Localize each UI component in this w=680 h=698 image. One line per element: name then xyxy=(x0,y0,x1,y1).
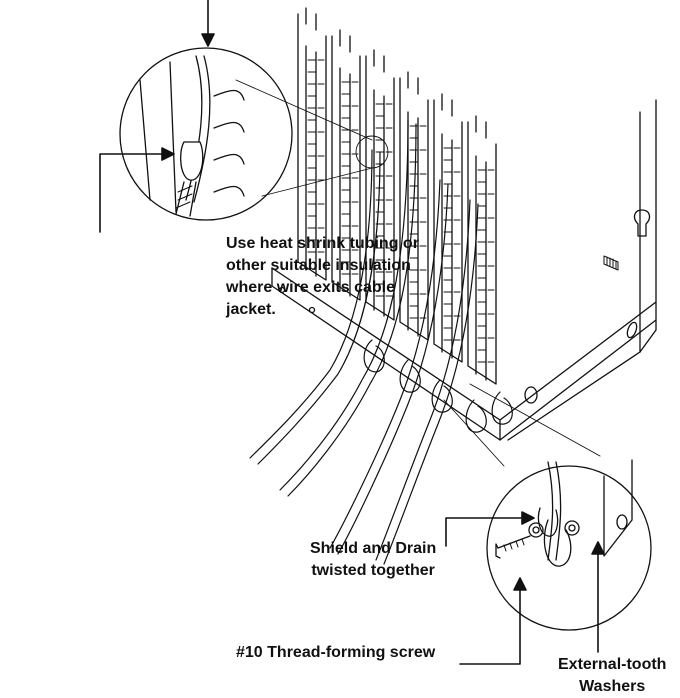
shield-drain-line-2: twisted together xyxy=(311,562,435,579)
terminal-block-strips xyxy=(297,7,497,385)
callout-leaders xyxy=(99,0,605,665)
shielded-cables xyxy=(249,119,513,565)
enclosure-chassis xyxy=(271,99,657,441)
heat-shrink-detail-magnifier xyxy=(119,47,389,221)
grounding-detail-magnifier xyxy=(443,383,652,631)
shield-drain-callout: Shield and Drain twisted together xyxy=(310,538,436,582)
heat-shrink-line-3: where wire exits cable xyxy=(226,279,395,296)
washers-line-1: External-tooth xyxy=(558,656,667,673)
heat-shrink-line-4: jacket. xyxy=(226,301,276,318)
thread-forming-screw-callout: #10 Thread-forming screw xyxy=(236,642,435,664)
shield-drain-line-1: Shield and Drain xyxy=(310,540,437,557)
heat-shrink-line-2: other suitable insulation xyxy=(226,257,411,274)
washers-line-2: Washers xyxy=(579,678,646,695)
screw-line-1: #10 Thread-forming screw xyxy=(236,644,436,661)
heat-shrink-callout: Use heat shrink tubing or other suitable… xyxy=(226,233,419,321)
external-tooth-washers-callout: External-tooth Washers xyxy=(558,654,666,698)
heat-shrink-line-1: Use heat shrink tubing or xyxy=(226,235,419,252)
